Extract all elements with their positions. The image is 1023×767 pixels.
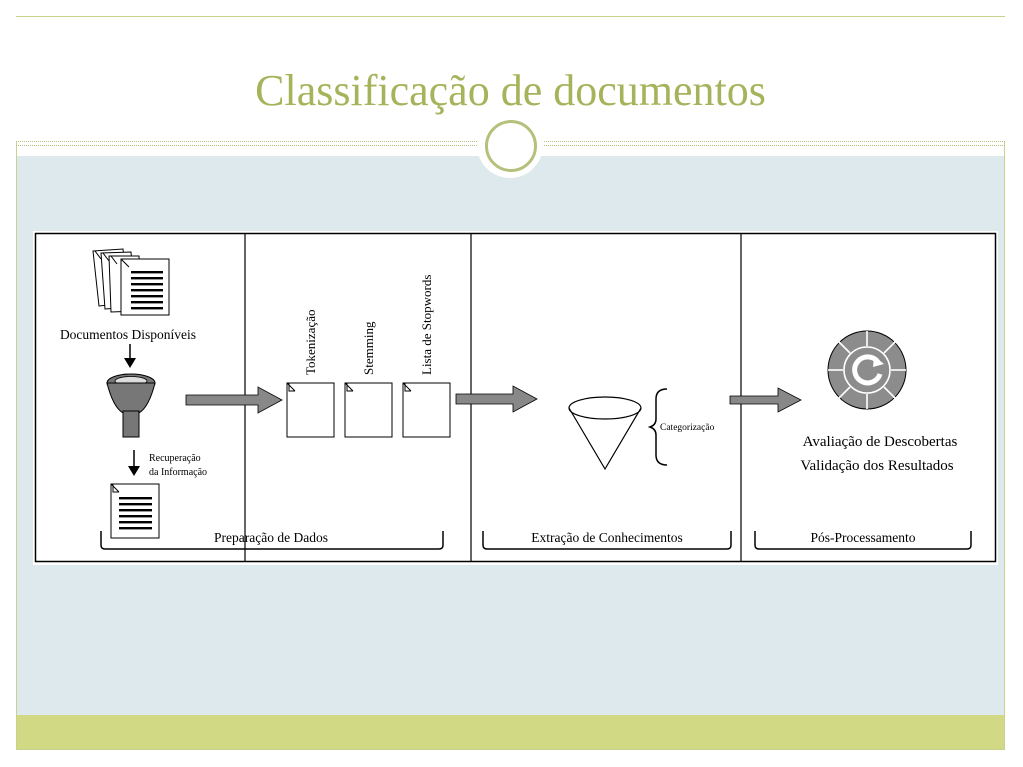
- section-bracket-preparation: [100, 531, 444, 550]
- section-label-extraction: Extração de Conhecimentos: [531, 530, 682, 545]
- process-diagram-svg: Documentos Disponíveis Recuperação da In…: [34, 232, 997, 563]
- retrieved-document-icon: [110, 483, 160, 539]
- down-arrow-1: [124, 344, 136, 368]
- footer-bar: [17, 715, 1004, 749]
- slide-title: Classificação de documentos: [255, 66, 766, 115]
- step-label-stopwords: Lista de Stopwords: [419, 275, 434, 375]
- circle-ornament: [477, 112, 543, 178]
- step-document-2: [344, 382, 393, 438]
- cone-icon: [568, 396, 642, 471]
- funnel-icon: [106, 373, 156, 438]
- down-arrow-2: [128, 450, 140, 476]
- step-label-tokenization: Tokenização: [303, 310, 318, 376]
- step-document-1: [286, 382, 335, 438]
- section-bracket-extraction: [482, 531, 732, 550]
- section-bracket-postprocessing: [754, 531, 972, 550]
- evaluation-label-line1: Avaliação de Descobertas: [803, 434, 958, 450]
- process-diagram: Documentos Disponíveis Recuperação da In…: [33, 231, 998, 565]
- flow-arrow-3: [729, 387, 802, 413]
- flow-arrow-2: [455, 385, 538, 413]
- section-label-postprocessing: Pós-Processamento: [811, 530, 916, 545]
- documents-available-label: Documentos Disponíveis: [60, 327, 196, 342]
- step-document-3: [402, 382, 451, 438]
- document-stack-icon: [92, 248, 170, 316]
- step-label-stemming: Stemming: [361, 321, 376, 375]
- section-label-preparation: Preparação de Dados: [214, 530, 328, 545]
- evaluation-label-line2: Validação dos Resultados: [800, 458, 953, 474]
- circle-ornament-ring: [485, 120, 537, 172]
- retrieval-label-line2: da Informação: [149, 467, 207, 478]
- categorization-brace: [647, 388, 668, 466]
- retrieval-label-line1: Recuperação: [149, 453, 201, 464]
- flow-arrow-1: [185, 386, 283, 414]
- cycle-icon: [827, 330, 907, 410]
- categorization-label: Categorização: [660, 423, 715, 433]
